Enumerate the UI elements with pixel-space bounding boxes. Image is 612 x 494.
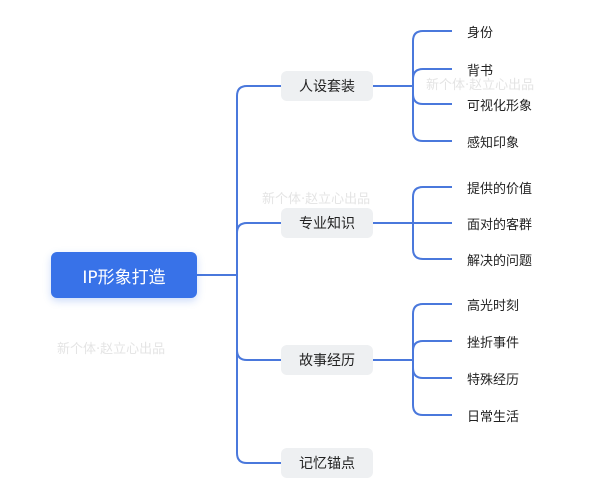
leaf-node[interactable]: 感知印象 [467,136,520,151]
leaf-node[interactable]: 挫折事件 [467,336,520,351]
leaf-node[interactable]: 日常生活 [467,410,520,425]
root-node[interactable]: IP形象打造 [51,252,197,298]
watermark: 新个体·赵立心出品 [426,78,535,93]
leaf-node[interactable]: 面对的客群 [467,218,533,233]
connector-branch-3 [236,275,281,361]
leaf-node[interactable]: 背书 [467,64,494,79]
leaf-node[interactable]: 解决的问题 [467,254,533,269]
branch-label: 故事经历 [299,353,355,369]
branch-label: 人设套装 [299,79,355,95]
watermark: 新个体·赵立心出品 [262,192,371,207]
branch-label: 记忆锚点 [299,456,355,472]
branch-node-expertise[interactable]: 专业知识 [281,208,373,238]
branch-node-persona[interactable]: 人设套装 [281,71,373,101]
watermark: 新个体·赵立心出品 [57,342,166,357]
connector-branch-4 [236,275,281,464]
branch-node-memory-anchor[interactable]: 记忆锚点 [281,448,373,478]
leaf-node[interactable]: 高光时刻 [467,299,520,314]
branch-node-story[interactable]: 故事经历 [281,345,373,375]
connector-branch-2 [236,222,281,275]
leaf-node[interactable]: 可视化形象 [467,99,533,114]
connector-branch-1 [236,85,281,275]
branch-label: 专业知识 [299,216,355,232]
root-label: IP形象打造 [82,267,166,288]
leaf-node[interactable]: 特殊经历 [467,373,520,388]
leaf-node[interactable]: 身份 [467,26,494,41]
leaf-node[interactable]: 提供的价值 [467,182,533,197]
